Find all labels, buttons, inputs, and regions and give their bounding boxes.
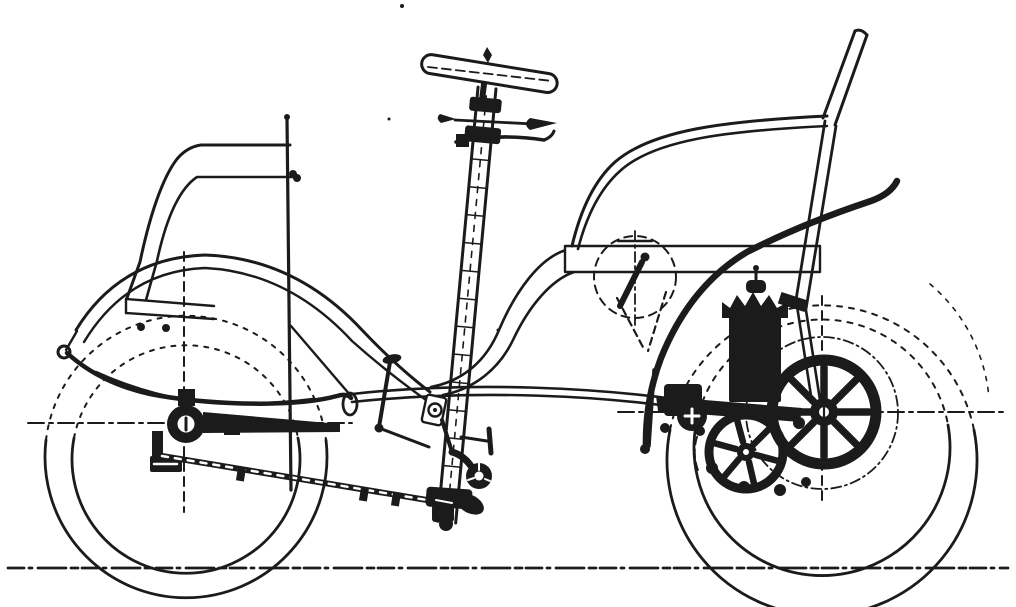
- column-base-foot: [456, 493, 484, 515]
- ball-arm: [448, 448, 475, 470]
- speed-lever-knob: [437, 114, 456, 123]
- rear-tire-outer-upper: [669, 304, 975, 431]
- tiller-finial: [483, 47, 492, 63]
- steering-t-link: [459, 435, 489, 443]
- ink-speck-1: [387, 117, 391, 121]
- control-lever-knob: [640, 252, 650, 262]
- seat-strut-outer: [793, 119, 827, 308]
- tie-rod-hatch: [160, 454, 435, 503]
- column-base-heel: [439, 517, 453, 531]
- front-tire-inner-upper: [73, 344, 299, 439]
- column-base-slot: [435, 499, 453, 504]
- countershaft-hub-dot: [743, 449, 749, 455]
- drive-pulley-rim: [766, 354, 882, 470]
- seat-post-inner: [833, 33, 869, 127]
- drive-pulley-spokes: [775, 363, 873, 461]
- seat-back-inner: [576, 124, 829, 251]
- axle-arm-step: [224, 424, 240, 435]
- ball-joint-center: [474, 471, 484, 481]
- front-spring-eye: [56, 344, 72, 360]
- rear-tire-inner-upper: [695, 318, 949, 426]
- brake-rod-vertical: [285, 116, 293, 492]
- front-tire-outer-lower: [43, 438, 329, 600]
- front-axle-arm: [203, 412, 340, 433]
- engine-cap-ball: [753, 265, 759, 271]
- control-lever-link-left: [615, 296, 647, 353]
- countershaft-gear-spokes: [706, 412, 786, 492]
- dashboard-inner: [144, 175, 298, 302]
- control-lever-arm: [617, 259, 645, 309]
- rear-fork-left: [795, 304, 814, 404]
- quadrant-lever-tip: [542, 129, 556, 142]
- tie-rod-collar-1: [235, 466, 247, 482]
- chaincase-end: [793, 417, 805, 429]
- body-sill-inner: [441, 270, 576, 397]
- dashboard-outer: [125, 143, 292, 300]
- pedal-cap: [382, 354, 402, 364]
- seat-post-outer: [821, 29, 857, 120]
- hub-bracket-vertical: [152, 431, 163, 459]
- steering-column-core: [446, 95, 488, 519]
- ball-tick-3: [484, 478, 491, 482]
- tiller-stem: [479, 81, 487, 103]
- pedal-link: [377, 426, 431, 449]
- bellcrank-arm: [440, 418, 454, 454]
- speed-lever-shaft: [453, 118, 536, 126]
- brake-pad-4: [695, 426, 705, 436]
- rear-tire-inner-lower: [692, 423, 952, 577]
- step-bolt-1: [137, 323, 145, 331]
- column-collar-upper: [469, 96, 502, 114]
- rear-clearance-arc: [929, 283, 990, 399]
- ball-tick-2: [467, 477, 475, 481]
- brake-pad-1: [706, 462, 718, 474]
- speed-lever-grip: [526, 118, 557, 130]
- steering-t-bar: [486, 426, 494, 456]
- step-top-line: [124, 297, 216, 308]
- axle-small-circle: [660, 423, 670, 433]
- engine-cooling-fins: [722, 292, 788, 318]
- rear-tire-outer-lower: [665, 428, 979, 607]
- ink-speck-2: [496, 328, 500, 332]
- quadrant-block: [456, 134, 469, 147]
- brake-rod-bead: [289, 170, 297, 178]
- engine-filler-cap: [746, 280, 766, 293]
- seat-post-cap: [853, 28, 869, 37]
- step-bolt-2: [162, 324, 170, 332]
- ink-speck-3: [400, 4, 404, 8]
- bellcrank-dot: [433, 408, 437, 412]
- control-lever-link-right: [646, 290, 668, 353]
- rear-lever: [647, 368, 656, 448]
- brake-pad-2: [738, 481, 750, 493]
- column-collar-lower: [464, 125, 502, 145]
- brake-rod-brace: [289, 324, 353, 398]
- countershaft-pitch-arc: [693, 433, 699, 471]
- front-tire-inner-lower: [70, 436, 302, 575]
- brake-pad-5: [801, 477, 811, 487]
- step-bottom-line: [124, 311, 216, 321]
- brake-rod-top: [284, 114, 290, 120]
- tiller-centerline: [427, 66, 553, 82]
- tie-rod-collar-3: [390, 491, 402, 507]
- brake-pad-3: [774, 484, 786, 496]
- hub-top-block: [178, 389, 195, 406]
- seat-base-panel: [563, 244, 822, 274]
- rear-fork-bracket: [777, 291, 809, 313]
- front-fender-inner: [82, 266, 428, 402]
- rear-bolt-circle: [745, 336, 899, 490]
- seat-back-outer: [570, 114, 829, 248]
- engine-block: [729, 314, 781, 402]
- tie-rod-collar-2: [358, 486, 370, 502]
- pedal-stem: [377, 360, 392, 429]
- rear-fork-right: [803, 302, 822, 402]
